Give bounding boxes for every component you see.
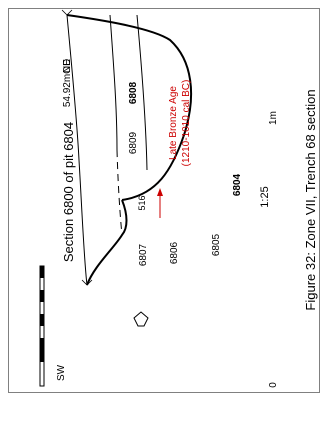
scale-bar-segment (40, 338, 44, 362)
annotation-line-2: (1210-1010 cal BC) (181, 80, 192, 167)
orientation-label-sw: SW (56, 364, 67, 381)
context-label-6808: 6808 (128, 81, 139, 104)
annotation-line-1: Late Bronze Age (168, 86, 179, 160)
context-label-6804: 6804 (232, 173, 243, 196)
dating-arrow-head (157, 188, 163, 196)
ne-end-marker (81, 279, 93, 286)
layer-boundary-6807-6806 (109, 14, 118, 151)
scale-bar (39, 265, 45, 387)
context-label-6805: 6805 (211, 233, 222, 256)
cut-6808-line (86, 199, 128, 286)
scale-bar-segment (40, 314, 44, 326)
orientation-label-ne: NE (62, 59, 73, 73)
section-title: Section 6800 of pit 6804 (61, 122, 76, 262)
scale-bar-segment (40, 266, 44, 278)
layer-boundary-dashed (116, 149, 123, 236)
figure-frame (8, 8, 320, 393)
scale-start-label: 0 (268, 382, 279, 388)
sw-end-marker (61, 9, 73, 16)
sample-marker-icon (133, 311, 149, 327)
layer-boundary-6806-6805 (136, 14, 148, 171)
context-label-6807: 6807 (138, 243, 149, 266)
sample-number: 516 (137, 195, 147, 210)
context-label-6809: 6809 (128, 131, 139, 154)
figure-caption: Figure 32: Zone VII, Trench 68 section (303, 89, 318, 310)
context-label-6806: 6806 (169, 241, 180, 264)
ground-surface-line (66, 14, 88, 286)
datum-label: 54.92mOD (62, 59, 73, 107)
scale-ratio-label: 1:25 (259, 186, 271, 207)
scale-end-label: 1m (268, 111, 279, 125)
cut-6804-line (66, 14, 193, 201)
scale-bar-segment (40, 290, 44, 302)
